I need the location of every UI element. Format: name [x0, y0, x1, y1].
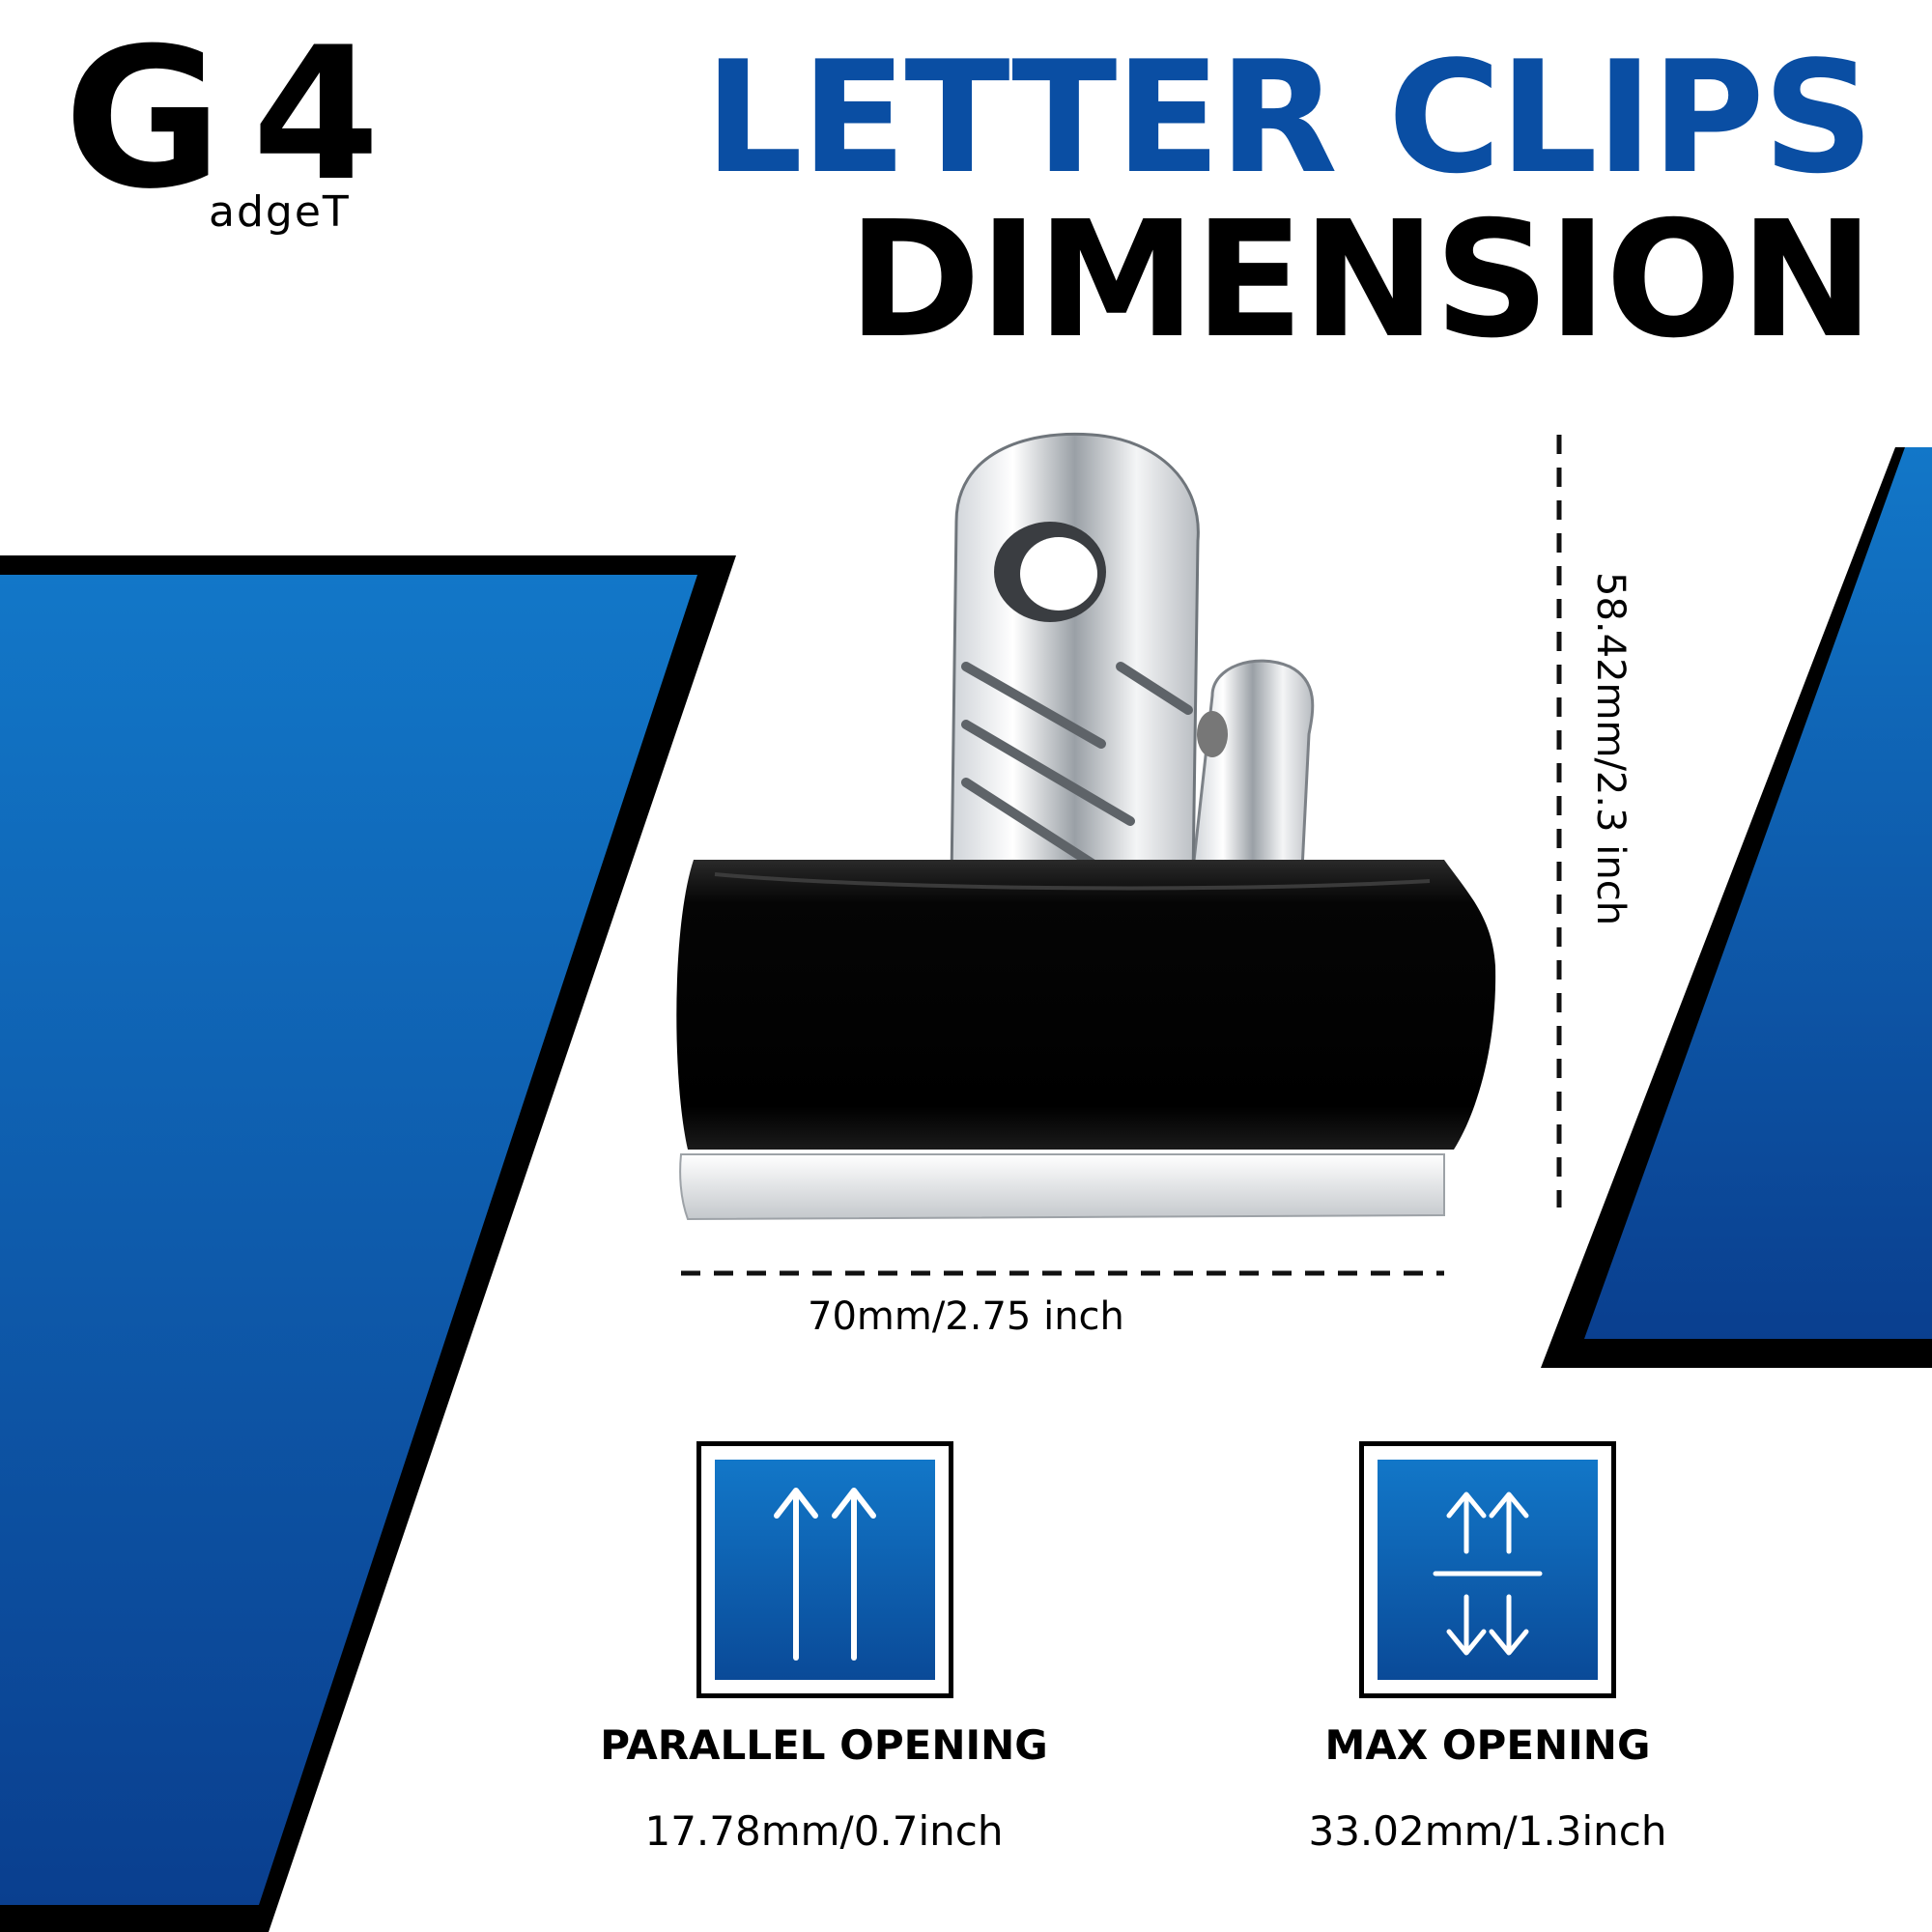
page-title-line1: LETTER CLIPS	[704, 27, 1874, 208]
max-opening-value: 33.02mm/1.3inch	[1308, 1807, 1667, 1855]
logo-subtext: adgeT	[209, 187, 351, 237]
parallel-opening-value: 17.78mm/0.7inch	[644, 1807, 1004, 1855]
brand-logo: G 4 adgeT	[64, 23, 392, 240]
height-dimension-label: 58.42mm/2.3 inch	[1588, 572, 1633, 926]
parallel-opening-feature: PARALLEL OPENING 17.78mm/0.7inch	[554, 1721, 1094, 1855]
parallel-opening-icon-box	[696, 1441, 953, 1698]
letter-clip-image	[676, 432, 1496, 1221]
max-opening-feature: MAX OPENING 33.02mm/1.3inch	[1217, 1721, 1758, 1855]
parallel-opening-label: PARALLEL OPENING	[600, 1721, 1048, 1769]
left-blue-panel	[0, 555, 736, 1932]
max-opening-label: MAX OPENING	[1324, 1721, 1651, 1769]
max-opening-icon-box	[1359, 1441, 1616, 1698]
page-title-line2: DIMENSION	[847, 187, 1874, 374]
right-blue-panel	[1541, 447, 1932, 1368]
logo-letter-g: G	[64, 7, 222, 232]
width-dimension-label: 70mm/2.75 inch	[808, 1294, 1124, 1339]
logo-digit-4: 4	[252, 8, 381, 221]
max-opening-arrows-icon	[1433, 1492, 1543, 1656]
parallel-arrows-up-icon	[774, 1488, 876, 1661]
